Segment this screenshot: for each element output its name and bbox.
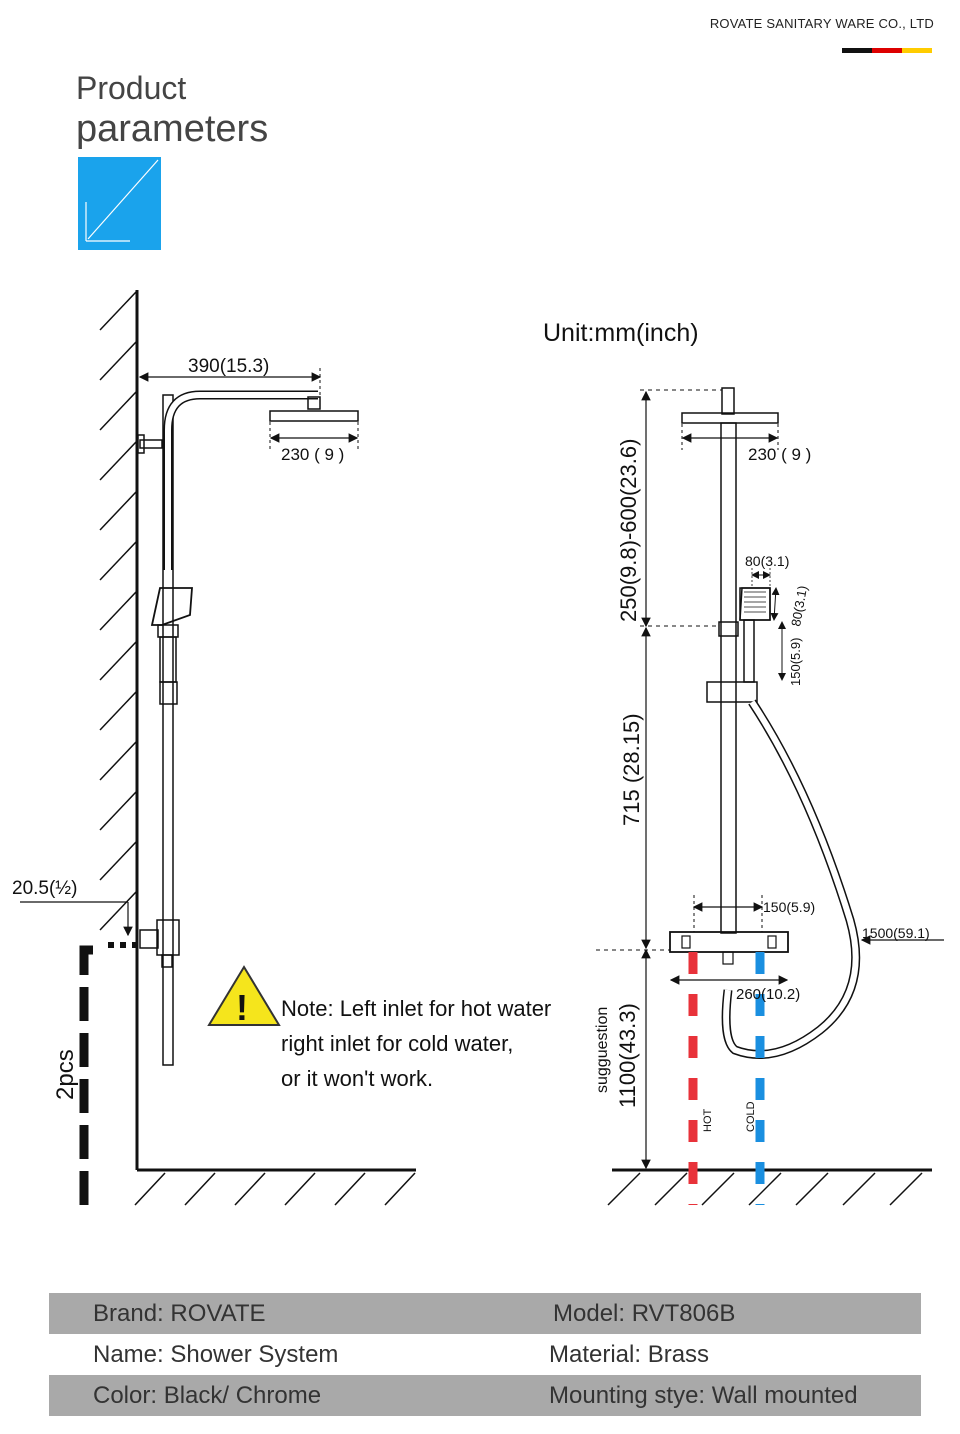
model-cell: Model: RVT806B bbox=[553, 1299, 736, 1327]
mounting-cell: Mounting stye: Wall mounted bbox=[549, 1381, 858, 1409]
inlet-spacing-label: 260(10.2) bbox=[736, 986, 800, 1003]
left-head-width-label: 230 ( 9 ) bbox=[281, 445, 344, 464]
install-label: sugguestion bbox=[594, 1007, 611, 1093]
valve-width-label: 150(5.9) bbox=[763, 899, 815, 915]
arrow-icon bbox=[78, 157, 161, 250]
handset-length-label: 80(3.1) bbox=[788, 584, 810, 627]
name-cell: Name: Shower System bbox=[93, 1340, 339, 1368]
hose-length-label: 1500(59.1) bbox=[862, 925, 930, 941]
cold-label: COLD bbox=[745, 1101, 757, 1132]
note-line-1: Note: Left inlet for hot water bbox=[281, 996, 551, 1021]
flag-yellow bbox=[902, 48, 932, 53]
flag-black bbox=[842, 48, 872, 53]
handset-slide-label: 150(5.9) bbox=[788, 638, 803, 686]
flag-red bbox=[872, 48, 902, 53]
left-quantity-label: 2pcs bbox=[52, 1049, 79, 1100]
param-row: Name: Shower System Material: Brass bbox=[49, 1334, 921, 1375]
material-cell: Material: Brass bbox=[549, 1340, 710, 1368]
hot-label: HOT bbox=[702, 1109, 714, 1133]
param-row: Color: Black/ Chrome Mounting stye: Wall… bbox=[49, 1375, 921, 1416]
section-title-line2: parameters bbox=[76, 108, 269, 150]
flag-stripe bbox=[842, 48, 932, 53]
dimension-diagram: 390(15.3) 230 ( 9 ) 20.5(½) 2pcs ! Note:… bbox=[12, 290, 944, 1206]
height-adjust-label: 250(9.8)-600(23.6) bbox=[616, 439, 641, 622]
section-title-line1: Product bbox=[76, 70, 187, 106]
left-inlet-size-label: 20.5(½) bbox=[12, 878, 77, 899]
warning-mark: ! bbox=[236, 987, 248, 1028]
param-row: Brand: ROVATE Model: RVT806B bbox=[49, 1293, 921, 1334]
parameter-table: Brand: ROVATE Model: RVT806B Name: Showe… bbox=[49, 1293, 921, 1416]
install-height-label: 1100(43.3) bbox=[615, 1003, 640, 1108]
brand-cell: Brand: ROVATE bbox=[93, 1299, 266, 1327]
note-line-3: or it won't work. bbox=[281, 1066, 433, 1091]
left-side-view bbox=[20, 290, 416, 1206]
bar-height-label: 715 (28.15) bbox=[619, 713, 644, 826]
note-line-2: right inlet for cold water, bbox=[281, 1031, 513, 1056]
unit-label: Unit:mm(inch) bbox=[543, 319, 699, 347]
color-cell: Color: Black/ Chrome bbox=[93, 1381, 322, 1409]
right-front-view bbox=[596, 387, 944, 1206]
left-arm-length-label: 390(15.3) bbox=[188, 356, 269, 377]
handset-width-label: 80(3.1) bbox=[745, 553, 789, 569]
company-name: ROVATE SANITARY WARE CO., LTD bbox=[709, 16, 934, 31]
right-head-width-label: 230 ( 9 ) bbox=[748, 445, 811, 464]
